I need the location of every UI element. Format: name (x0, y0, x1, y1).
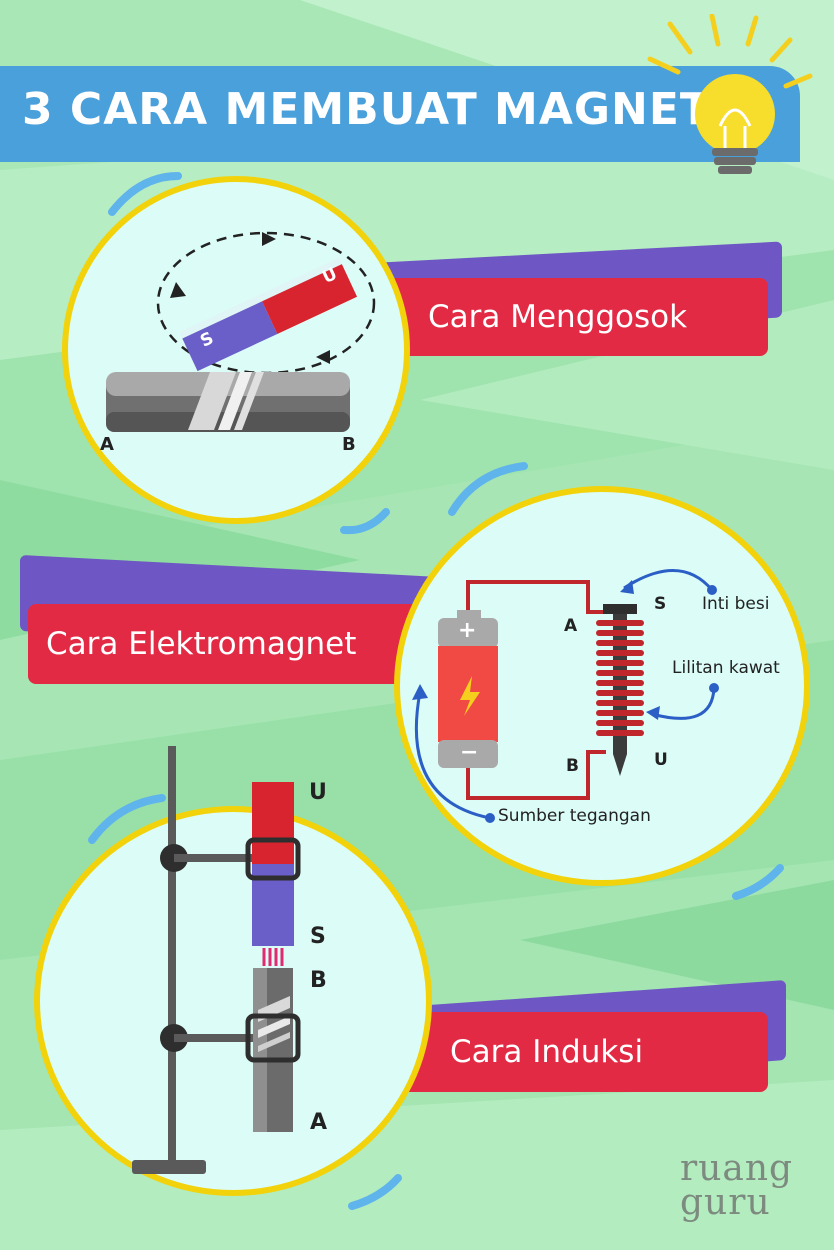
pole-s-label: S (654, 594, 667, 614)
circle-elektromagnet (394, 486, 810, 886)
logo-line-2: guru (680, 1182, 771, 1223)
light-bulb-icon (647, 14, 813, 174)
label-3-text: Cara Induksi (450, 1034, 644, 1070)
circle-menggosok (62, 176, 410, 524)
circle-induksi (34, 806, 432, 1196)
page-title: 3 CARA MEMBUAT MAGNET (22, 84, 711, 135)
battery-plus: + (458, 618, 477, 643)
title-bar (0, 66, 800, 162)
label-2-text: Cara Elektromagnet (46, 626, 357, 662)
magnet-s-label-3: S (310, 924, 326, 949)
logo-line-1: ruang (680, 1148, 794, 1189)
rod-b-label: B (310, 968, 327, 993)
label-cara-menggosok: Cara Menggosok (370, 278, 768, 356)
bar-b-label: B (342, 434, 356, 455)
bar-a-label: A (100, 434, 114, 455)
end-b-label: B (566, 756, 579, 776)
battery-minus: − (460, 740, 479, 765)
label-1-text: Cara Menggosok (428, 299, 688, 335)
callout-inti-besi: Inti besi (702, 594, 770, 614)
label-cara-elektromagnet: Cara Elektromagnet (28, 604, 458, 684)
ruangguru-logo: ruang guru (680, 1148, 794, 1223)
label-cara-induksi: Cara Induksi (374, 1012, 768, 1092)
callout-sumber-tegangan: Sumber tegangan (498, 806, 651, 826)
callout-lilitan-kawat: Lilitan kawat (672, 658, 780, 678)
pole-u-label: U (654, 750, 668, 770)
rod-a-label: A (310, 1110, 328, 1135)
magnet-u-label-3: U (309, 780, 327, 805)
end-a-label: A (564, 616, 578, 636)
